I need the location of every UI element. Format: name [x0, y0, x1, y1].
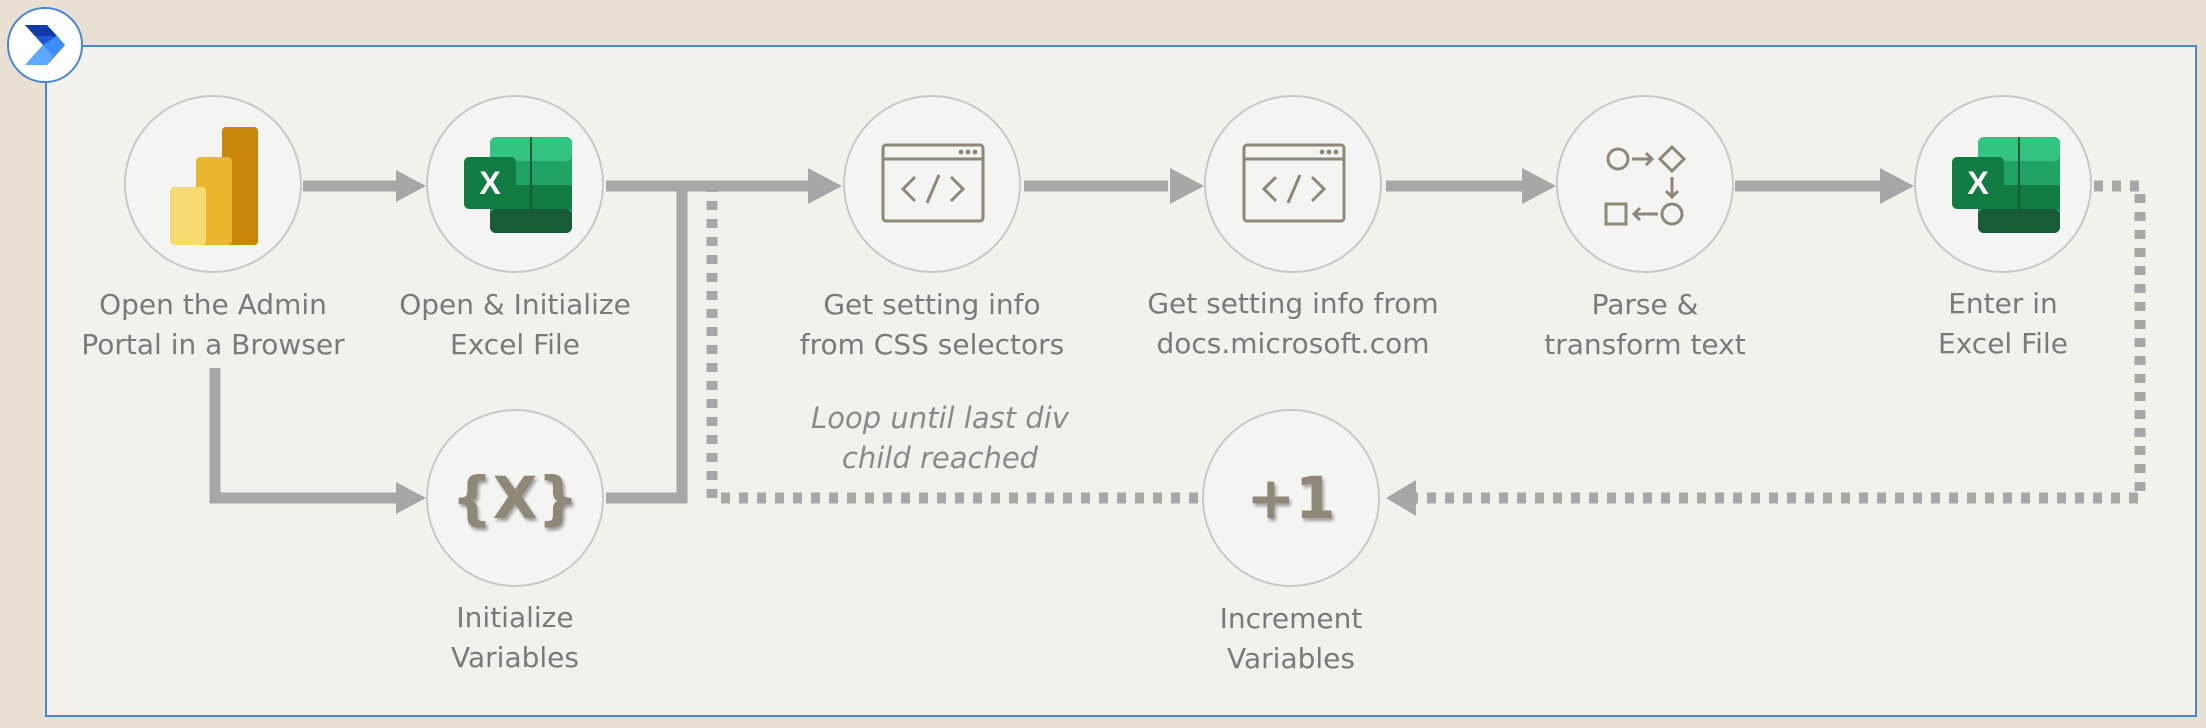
step-increment-variables-node: +1: [1202, 409, 1380, 587]
label-line: transform text: [1544, 328, 1746, 361]
label-line: Excel File: [450, 328, 580, 361]
loop-connector-increment-to-css: [706, 186, 1198, 504]
label-line: Enter in: [1948, 287, 2058, 320]
svg-text:X: X: [1967, 165, 1989, 201]
step-css-selectors-node: [843, 95, 1021, 273]
label-line: Open the Admin: [99, 288, 327, 321]
label-line: Excel File: [1938, 327, 2068, 360]
label-line: Parse &: [1591, 288, 1699, 321]
plus-one-icon: +1: [1246, 464, 1336, 532]
arrowhead-to-enter: [1880, 168, 1914, 204]
step-initialize-variables-node: {X}: [426, 409, 604, 587]
label-line: Initialize: [456, 601, 574, 634]
loop-condition-label: Loop until last div child reached: [760, 398, 1120, 478]
arrowhead-to-excel: [396, 170, 426, 202]
code-window-icon: [881, 143, 985, 223]
step-open-initialize-excel-node: X: [426, 95, 604, 273]
svg-text:X: X: [479, 165, 501, 201]
loop-connector-enter-to-increment: [1414, 180, 2146, 504]
arrowhead-to-parse: [1522, 168, 1556, 204]
label-line: Get setting info: [823, 288, 1041, 321]
power-automate-icon: [25, 25, 65, 65]
connector-variables-to-main: [606, 186, 688, 504]
label-line: docs.microsoft.com: [1156, 327, 1430, 360]
step-label-css-selectors: Get setting info from CSS selectors: [762, 285, 1102, 365]
step-label-increment-variables: Increment Variables: [1121, 599, 1461, 679]
label-line: Variables: [451, 641, 579, 674]
label-line: Open & Initialize: [399, 288, 631, 321]
step-enter-excel-node: X: [1914, 95, 2092, 273]
flow-shapes-icon: [1604, 144, 1687, 226]
code-window-icon: [1242, 143, 1346, 223]
step-docs-microsoft-node: [1204, 95, 1382, 273]
arrowhead-to-increment: [1386, 480, 1416, 516]
arrowhead-to-css: [808, 168, 842, 204]
label-line: Portal in a Browser: [81, 328, 345, 361]
variable-braces-icon: {X}: [451, 464, 579, 532]
label-line: Get setting info from: [1147, 287, 1439, 320]
label-line: from CSS selectors: [799, 328, 1065, 361]
step-label-enter-excel: Enter in Excel File: [1833, 284, 2173, 364]
power-automate-logo: [7, 7, 83, 83]
excel-icon: X: [464, 137, 572, 233]
arrowhead-to-docs: [1170, 168, 1204, 204]
step-open-admin-portal-node: [124, 95, 302, 273]
step-label-docs-microsoft: Get setting info from docs.microsoft.com: [1123, 284, 1463, 364]
label-line: child reached: [841, 441, 1039, 475]
connector-powerbi-to-variables: [209, 368, 400, 504]
step-label-initialize-variables: Initialize Variables: [345, 598, 685, 678]
excel-icon: X: [1952, 137, 2060, 233]
diagram-frame: [45, 45, 2197, 717]
step-label-parse-transform: Parse & transform text: [1475, 285, 1815, 365]
arrowhead-to-variables: [396, 482, 426, 514]
label-line: Variables: [1227, 642, 1355, 675]
step-label-open-initialize-excel: Open & Initialize Excel File: [345, 285, 685, 365]
power-bi-icon: [170, 127, 258, 245]
label-line: Increment: [1219, 602, 1363, 635]
step-parse-transform-node: [1556, 95, 1734, 273]
label-line: Loop until last div: [811, 401, 1069, 435]
step-label-open-admin-portal: Open the Admin Portal in a Browser: [43, 285, 383, 365]
